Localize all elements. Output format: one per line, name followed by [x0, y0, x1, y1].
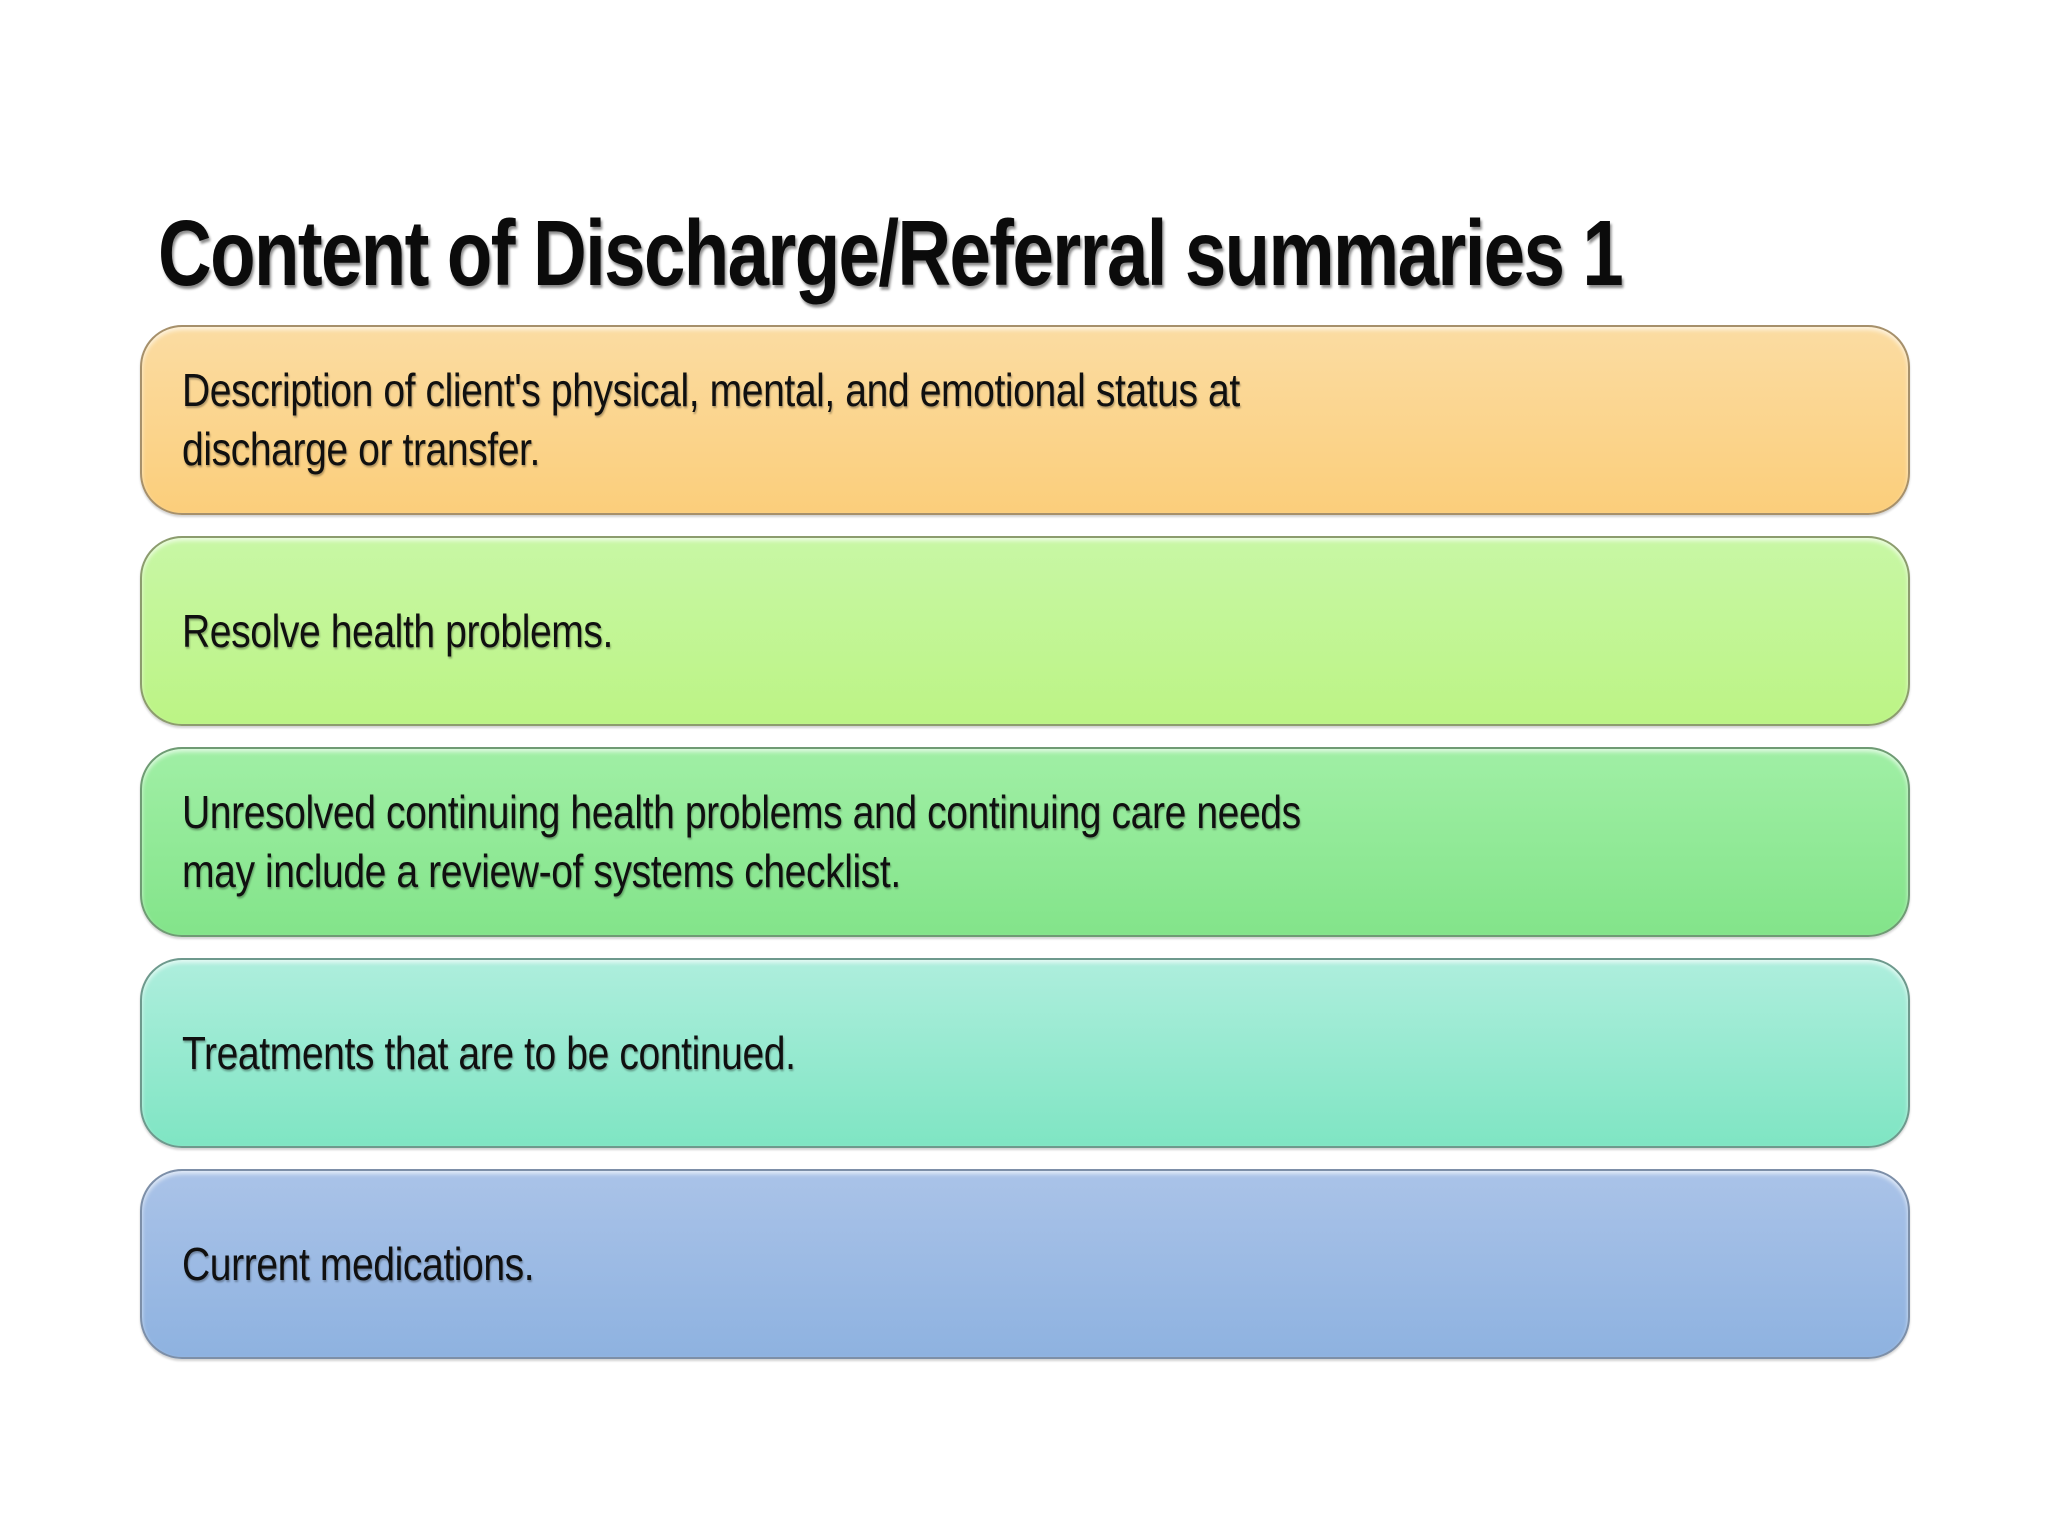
list-item-text: Treatments that are to be continued.: [182, 1026, 796, 1079]
list-item: Description of client's physical, mental…: [140, 325, 1910, 515]
slide-title: Content of Discharge/Referral summaries …: [158, 201, 1624, 306]
list-item: Unresolved continuing health problems an…: [140, 747, 1910, 937]
list-item: Resolve health problems.: [140, 536, 1910, 726]
list-item: Treatments that are to be continued.: [140, 958, 1910, 1148]
list-item-text: Description of client's physical, mental…: [182, 364, 1240, 475]
list-item: Current medications.: [140, 1169, 1910, 1359]
list-item-text: Unresolved continuing health problems an…: [182, 786, 1301, 897]
list-item-text: Resolve health problems.: [182, 604, 614, 657]
list-item-text: Current medications.: [182, 1237, 535, 1290]
list-container: Description of client's physical, mental…: [140, 325, 1910, 1359]
